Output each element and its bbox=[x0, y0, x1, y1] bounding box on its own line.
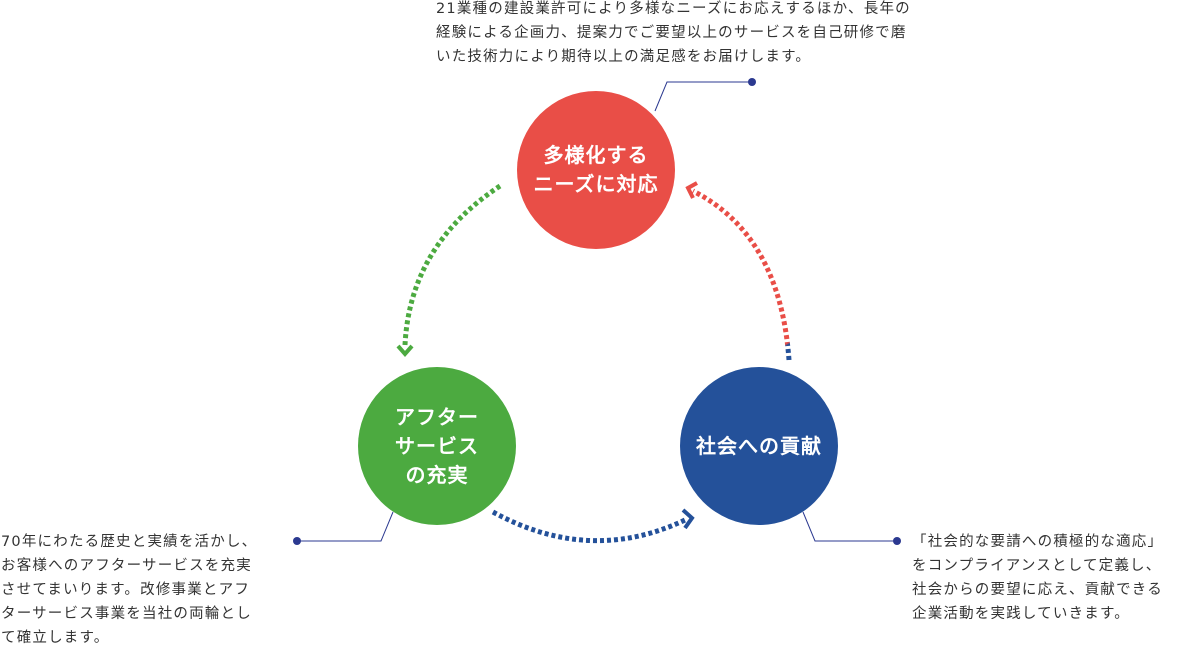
leader-dot-top bbox=[748, 78, 756, 86]
leader-line-left bbox=[297, 511, 394, 542]
arrow-top-to-left-head bbox=[396, 344, 414, 358]
arrow-left-to-right-head bbox=[681, 508, 695, 530]
node-diversified-needs: 多様化する ニーズに対応 bbox=[517, 91, 675, 249]
description-after-service: 70年にわたる歴史と実績を活かし、 お客様へのアフターサービスを充実 させてまい… bbox=[1, 534, 258, 646]
arrow-left-to-right-path bbox=[491, 509, 687, 544]
arrow-right-to-top-head bbox=[685, 181, 698, 199]
leader-line-top bbox=[654, 81, 752, 112]
node-social-contribution: 社会への貢献 bbox=[680, 367, 838, 525]
arrow-right-to-top-path bbox=[691, 188, 792, 361]
description-social-contribution: 「社会的な要請への積極的な適応」 をコンプライアンスとして定義し、 社会からの要… bbox=[912, 534, 1164, 622]
arrow-top-to-left-path bbox=[402, 183, 502, 346]
arrow-top-to-left bbox=[396, 183, 502, 358]
arrow-right-to-top bbox=[685, 181, 792, 361]
leader-line-right bbox=[802, 511, 897, 542]
arrow-left-to-right bbox=[491, 508, 695, 544]
node-after-service: アフター サービス の充実 bbox=[358, 367, 516, 525]
leader-dot-right bbox=[893, 537, 901, 545]
description-diversified-needs: 21業種の建設業許可により多様なニーズにお応えするほか、長年の 経験による企画力… bbox=[436, 1, 911, 65]
leader-dot-left bbox=[293, 537, 301, 545]
